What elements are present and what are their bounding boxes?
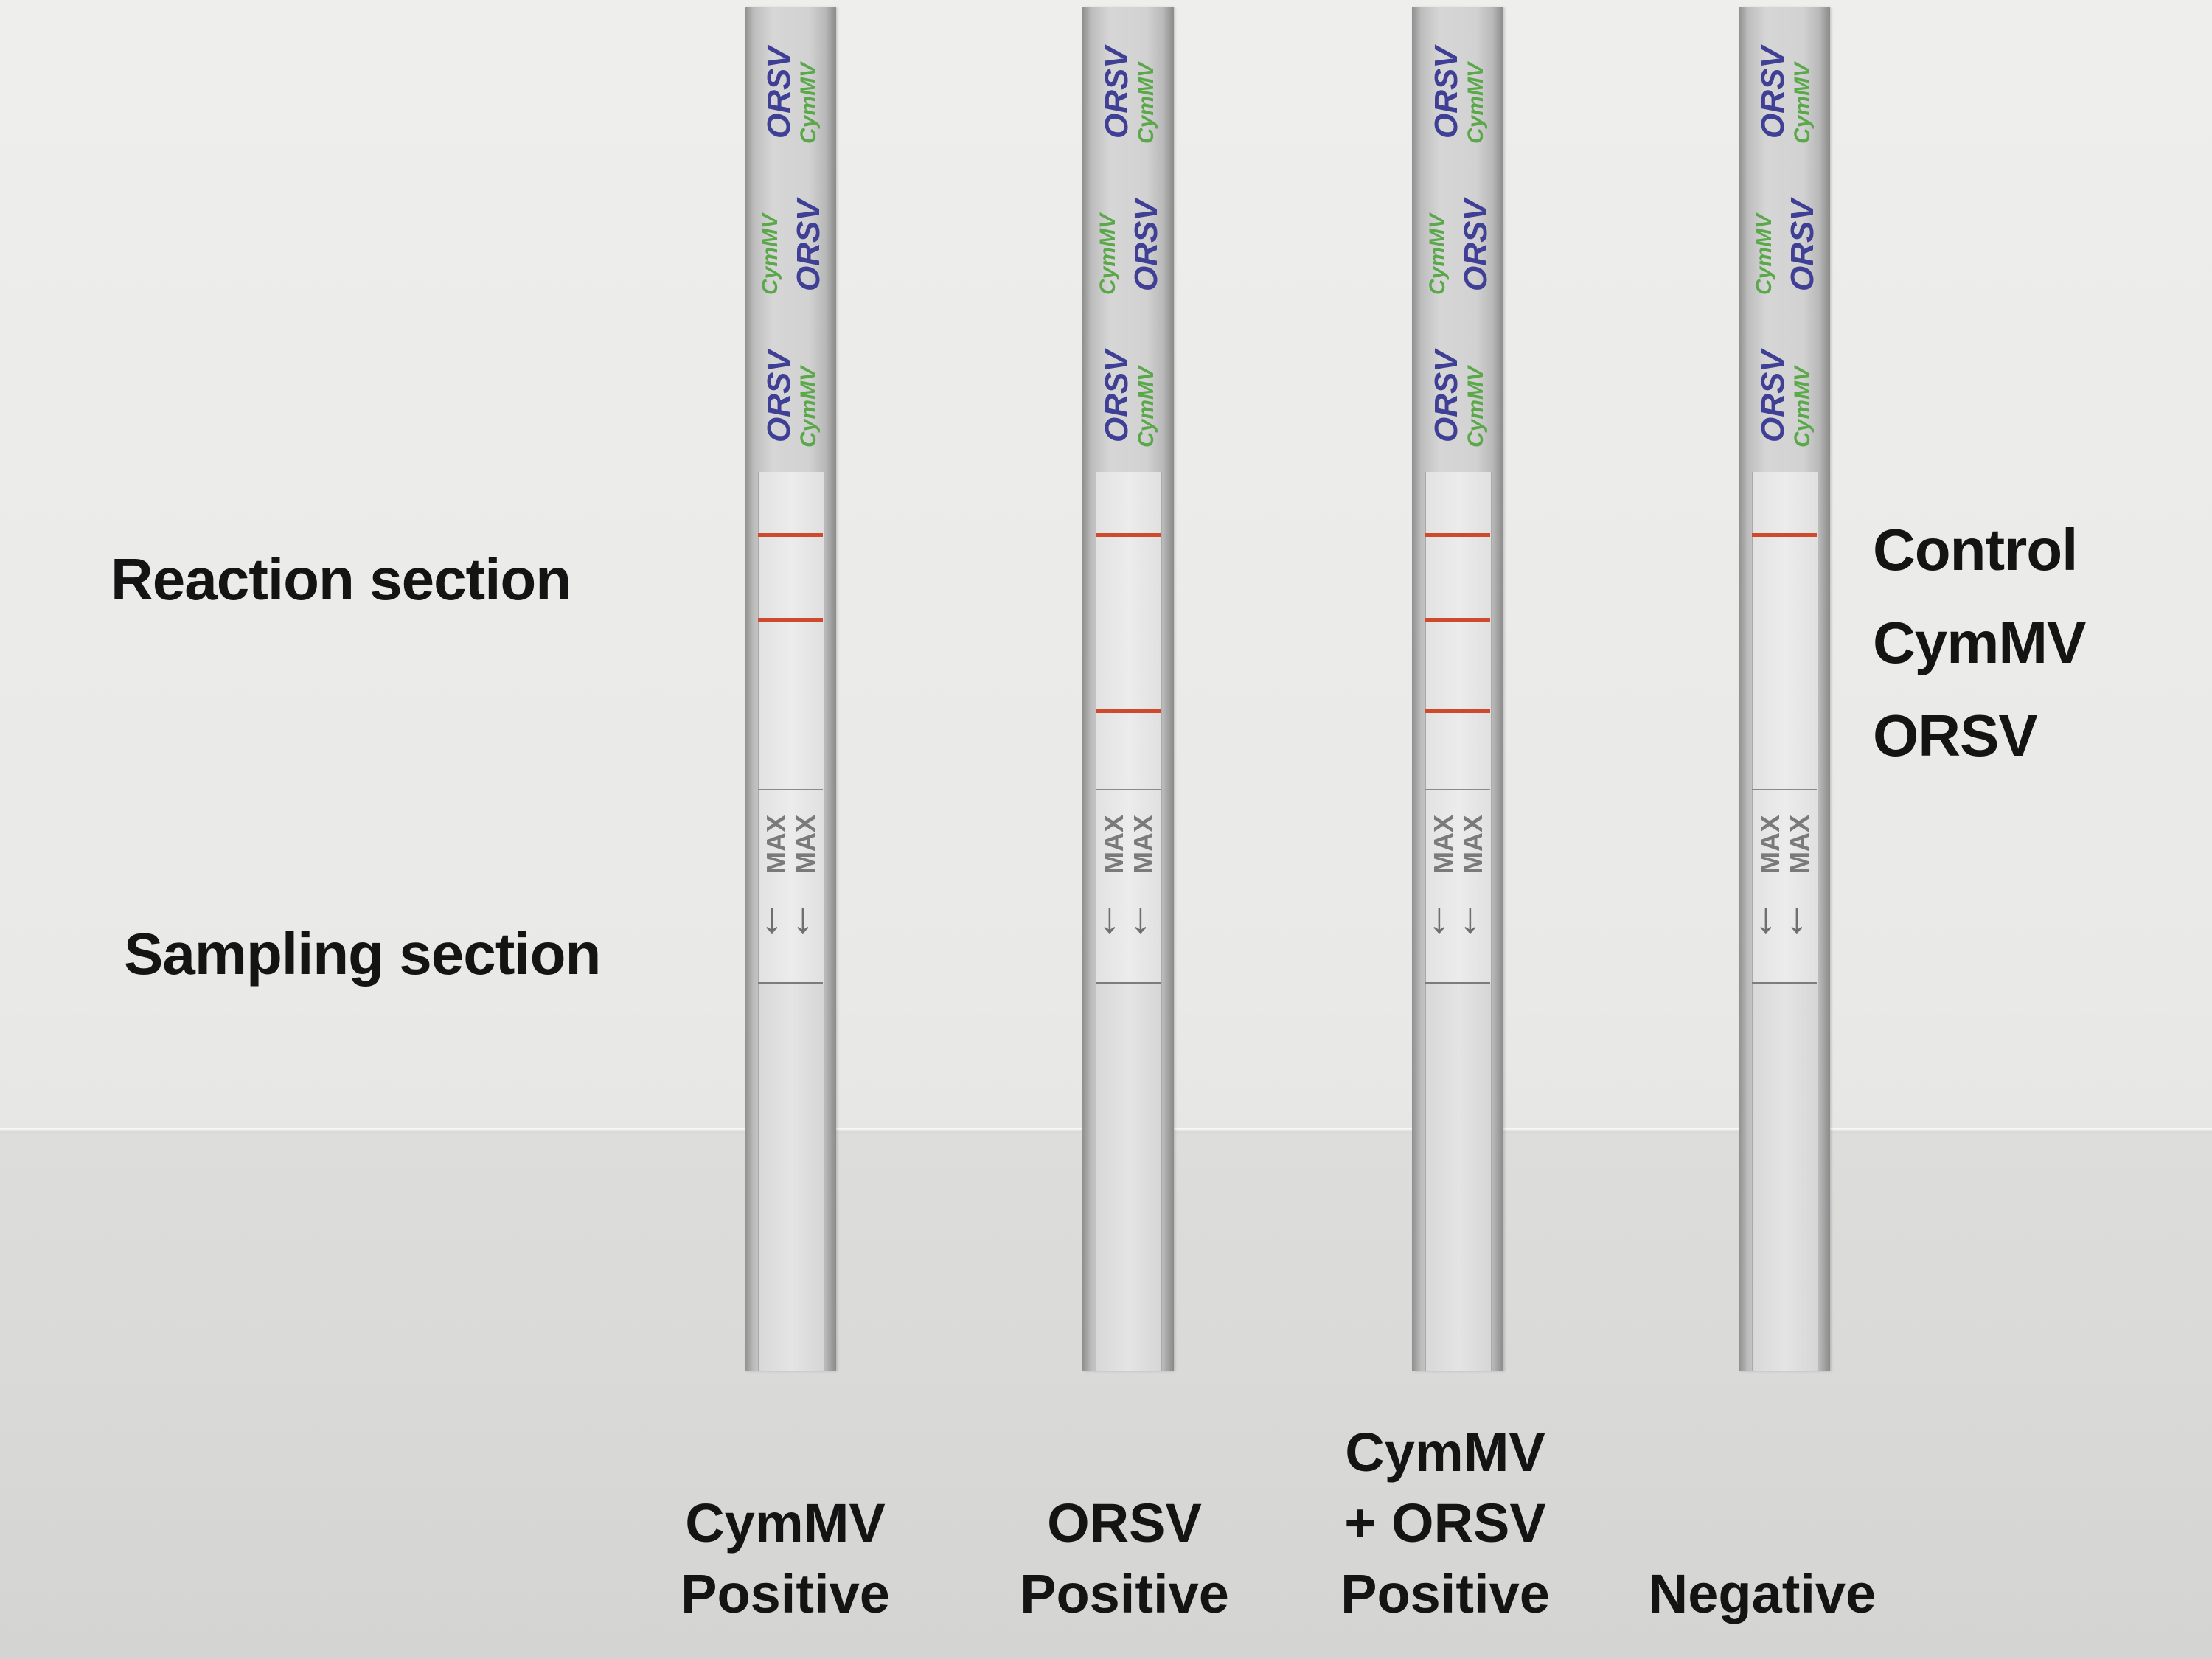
max-fill-marker: [758, 789, 823, 984]
strip-reaction-window: [1096, 472, 1162, 988]
down-arrow-icon: ↓: [1130, 893, 1152, 942]
strip-label-cymmv: CymMV: [1752, 213, 1776, 295]
result-label-line: ORSV: [1047, 1492, 1202, 1554]
max-text: MAX: [1784, 815, 1815, 874]
strip-label-cymmv: CymMV: [1425, 213, 1450, 295]
strip-label-orsv: ORSV: [1755, 350, 1791, 442]
strip-label-orsv: ORSV: [761, 350, 797, 442]
strip-label-orsv: ORSV: [761, 46, 797, 139]
band-control: [1752, 533, 1817, 537]
band-cymmv: [1425, 618, 1490, 622]
strip-label-cymmv: CymMV: [1134, 62, 1158, 144]
strip-reaction-window: [1752, 472, 1818, 988]
down-arrow-icon: ↓: [1786, 893, 1808, 942]
strip-reaction-window: [1425, 472, 1492, 988]
strip-label-cymmv: CymMV: [1464, 366, 1488, 448]
down-arrow-icon: ↓: [1755, 893, 1777, 942]
strip-sampling-end: [1096, 984, 1162, 1371]
down-arrow-icon: ↓: [792, 893, 814, 942]
max-text: MAX: [1755, 815, 1785, 874]
strip-sampling-end: [758, 984, 824, 1371]
max-text: MAX: [1099, 815, 1129, 874]
strip-label-cymmv: CymMV: [1790, 62, 1815, 144]
sampling-section-label: Sampling section: [124, 921, 601, 987]
result-label-line: Positive: [1020, 1563, 1229, 1624]
strip-label-orsv: ORSV: [1784, 199, 1820, 291]
down-arrow-icon: ↓: [1459, 893, 1481, 942]
result-label-orsv-positive: ORSV Positive: [970, 1416, 1279, 1630]
down-arrow-icon: ↓: [1099, 893, 1121, 942]
max-text: MAX: [1458, 815, 1488, 874]
strip-label-cymmv: CymMV: [1096, 213, 1120, 295]
strip-reaction-window: [758, 472, 824, 988]
strip-label-orsv: ORSV: [1755, 46, 1791, 139]
reaction-section-label: Reaction section: [111, 546, 571, 612]
strip-label-orsv: ORSV: [1428, 350, 1464, 442]
result-label-line: + ORSV: [1344, 1492, 1546, 1554]
band-control: [1096, 533, 1161, 537]
band-orsv: [1425, 709, 1490, 713]
band-control: [758, 533, 823, 537]
band-cymmv: [758, 618, 823, 622]
band-control: [1425, 533, 1490, 537]
down-arrow-icon: ↓: [761, 893, 783, 942]
result-label-both-positive: CymMV + ORSV Positive: [1290, 1416, 1600, 1630]
max-fill-marker: [1752, 789, 1817, 984]
strip-label-cymmv: CymMV: [1464, 62, 1488, 144]
result-label-line: Negative: [1648, 1563, 1877, 1624]
max-fill-marker: [1425, 789, 1490, 984]
control-line-label: Control: [1873, 517, 2078, 582]
max-fill-marker: [1096, 789, 1161, 984]
strip-sampling-end: [1425, 984, 1492, 1371]
strip-sampling-end: [1752, 984, 1818, 1371]
max-text: MAX: [790, 815, 821, 874]
strip-label-orsv: ORSV: [790, 199, 827, 291]
cymmv-line-label: CymMV: [1873, 610, 2086, 675]
result-label-line: Positive: [681, 1563, 890, 1624]
strip-label-orsv: ORSV: [1458, 199, 1494, 291]
result-label-line: CymMV: [1345, 1422, 1545, 1483]
result-label-line: Positive: [1340, 1563, 1550, 1624]
result-label-cymmv-positive: CymMV Positive: [630, 1416, 940, 1630]
strip-label-orsv: ORSV: [1099, 46, 1135, 139]
strip-label-orsv: ORSV: [1428, 46, 1464, 139]
strip-label-cymmv: CymMV: [1134, 366, 1158, 448]
strip-label-orsv: ORSV: [1099, 350, 1135, 442]
strip-label-cymmv: CymMV: [796, 366, 821, 448]
orsv-line-label: ORSV: [1873, 703, 2038, 768]
strip-label-orsv: ORSV: [1128, 199, 1164, 291]
max-text: MAX: [1128, 815, 1158, 874]
band-orsv: [1096, 709, 1161, 713]
strip-label-cymmv: CymMV: [1790, 366, 1815, 448]
strip-label-cymmv: CymMV: [758, 213, 782, 295]
result-label-line: CymMV: [685, 1492, 886, 1554]
result-label-negative: Negative: [1607, 1416, 1917, 1630]
max-text: MAX: [1428, 815, 1458, 874]
strip-label-cymmv: CymMV: [796, 62, 821, 144]
max-text: MAX: [761, 815, 791, 874]
down-arrow-icon: ↓: [1428, 893, 1450, 942]
